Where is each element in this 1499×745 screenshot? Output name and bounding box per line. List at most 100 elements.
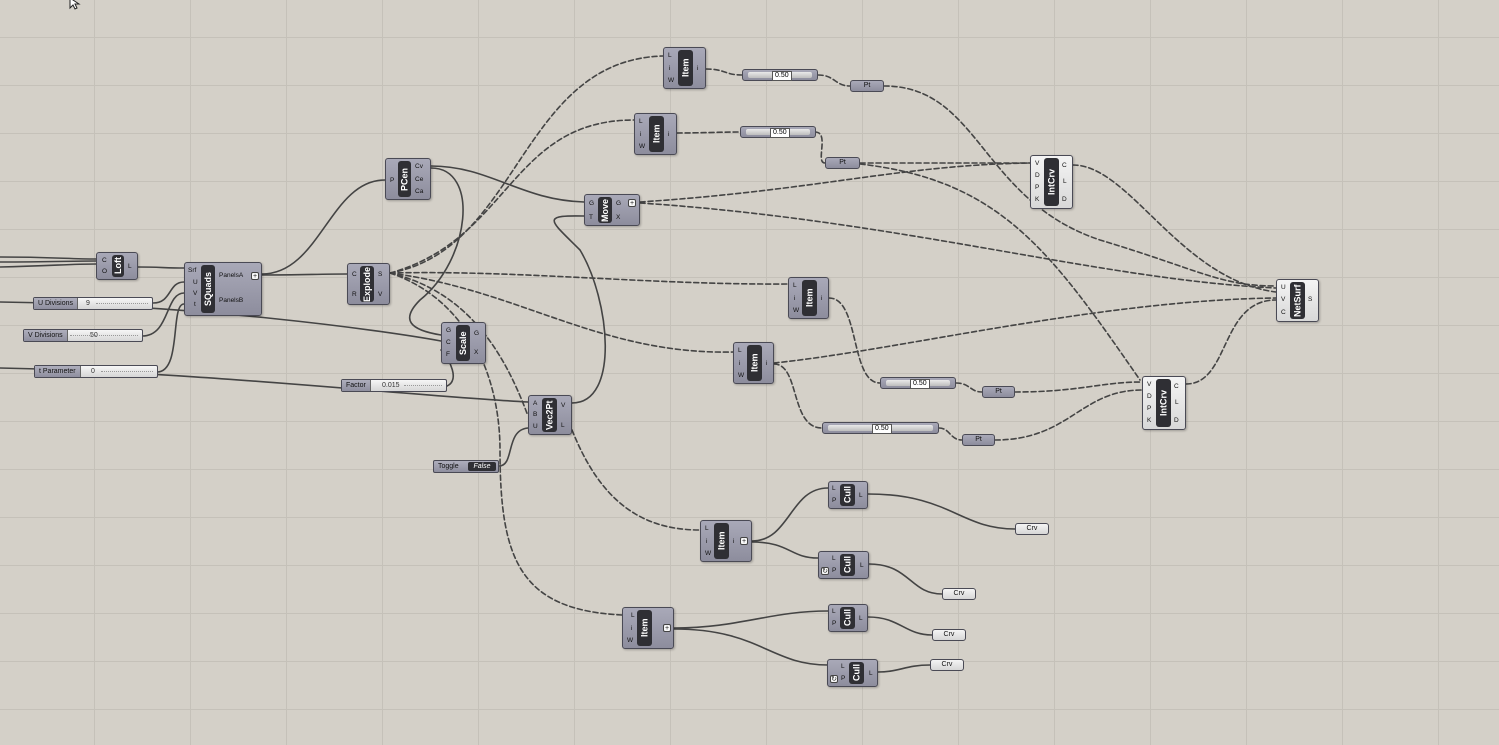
boolean-toggle[interactable]: Toggle False xyxy=(433,460,499,473)
point-param[interactable]: Pt xyxy=(962,434,995,446)
curve-param[interactable]: Crv xyxy=(932,629,966,641)
component-name: Cull xyxy=(849,662,864,684)
expand-icon[interactable]: + xyxy=(251,272,259,280)
point-param[interactable]: Pt xyxy=(982,386,1015,398)
list-item-component[interactable]: L i W Item i xyxy=(663,47,706,89)
slider-rail[interactable] xyxy=(70,335,138,337)
slider-label: Factor xyxy=(342,380,371,391)
input-label: B xyxy=(533,411,538,418)
input-label: T xyxy=(589,214,593,221)
wire xyxy=(261,273,348,276)
input-label: K xyxy=(1035,196,1040,203)
output-label: D xyxy=(1174,417,1179,424)
input-label: Srf xyxy=(188,267,197,274)
slider-label: U Divisions xyxy=(34,298,79,309)
cull-component[interactable]: L P Cull L xyxy=(828,604,868,632)
loft-component[interactable]: C O Loft L xyxy=(96,252,138,280)
expand-icon[interactable]: + xyxy=(740,537,748,545)
output-label: Cv xyxy=(415,163,423,170)
wire xyxy=(137,266,185,269)
input-label: t xyxy=(194,301,196,308)
output-label: Ce xyxy=(415,176,424,183)
input-label: U xyxy=(1281,284,1286,291)
intcrv-component[interactable]: V D P K IntCrv C L D xyxy=(1030,155,1073,209)
slider-rail[interactable] xyxy=(404,385,442,387)
component-name: Move xyxy=(598,197,612,223)
expand-icon[interactable]: + xyxy=(628,199,636,207)
output-label: S xyxy=(1308,296,1313,303)
vec2pt-component[interactable]: A B U Vec2Pt V L xyxy=(528,395,572,435)
explode-component[interactable]: C R Explode S V xyxy=(347,263,390,305)
number-slider[interactable]: 0.50 xyxy=(822,422,939,434)
slider-rail[interactable] xyxy=(101,371,153,373)
toggle-value[interactable]: False xyxy=(468,462,496,471)
expand-icon[interactable]: + xyxy=(663,624,671,632)
netsurf-component[interactable]: U V C NetSurf S xyxy=(1276,279,1319,322)
output-label: V xyxy=(561,402,566,409)
component-name: PCen xyxy=(398,161,411,197)
pcen-component[interactable]: P PCen Cv Ce Ca xyxy=(385,158,431,200)
wire xyxy=(261,179,386,275)
wire xyxy=(673,628,829,666)
output-label: L xyxy=(859,615,863,622)
component-name: Item xyxy=(747,345,762,381)
input-label: P xyxy=(1147,405,1152,412)
number-slider[interactable]: 0.50 xyxy=(880,377,956,389)
v-divisions-slider[interactable]: V Divisions 50 xyxy=(23,329,143,342)
component-name: Loft xyxy=(112,255,124,277)
output-label: PanelsA xyxy=(219,272,244,279)
output-label: L xyxy=(869,670,873,677)
input-label: P xyxy=(841,675,846,682)
wire xyxy=(0,263,97,268)
output-label: G xyxy=(616,200,622,207)
input-label: F xyxy=(446,351,450,358)
number-slider[interactable]: 0.50 xyxy=(742,69,818,81)
component-name: IntCrv xyxy=(1156,379,1171,427)
input-label: K xyxy=(1147,417,1152,424)
cull-component[interactable]: L ↻ P Cull L xyxy=(818,551,869,579)
list-item-component[interactable]: L i W Item i + xyxy=(700,520,752,562)
curve-param[interactable]: Crv xyxy=(1015,523,1049,535)
input-label: P xyxy=(832,497,837,504)
input-label: D xyxy=(1035,172,1040,179)
output-label: D xyxy=(1062,196,1067,203)
u-divisions-slider[interactable]: U Divisions 9 xyxy=(33,297,153,310)
component-name: Item xyxy=(802,280,817,316)
number-slider[interactable]: 0.50 xyxy=(740,126,816,138)
wire xyxy=(1185,299,1277,385)
input-label: U xyxy=(193,279,198,286)
cull-component[interactable]: L ↻ P Cull L xyxy=(827,659,878,687)
list-item-component[interactable]: L i W Item i xyxy=(733,342,774,384)
factor-slider[interactable]: Factor 0.015 xyxy=(341,379,447,392)
list-item-component[interactable]: L i W Item i xyxy=(634,113,677,155)
slider-rail[interactable] xyxy=(96,303,148,305)
wire xyxy=(676,131,741,134)
cull-component[interactable]: L P Cull L xyxy=(828,481,868,509)
curve-param[interactable]: Crv xyxy=(942,588,976,600)
input-label: L xyxy=(631,612,635,619)
move-component[interactable]: G T Move G X + xyxy=(584,194,640,226)
t-parameter-slider[interactable]: t Parameter 0 xyxy=(34,365,158,378)
input-label: i xyxy=(640,131,642,138)
component-name: Cull xyxy=(840,607,855,629)
point-param[interactable]: Pt xyxy=(850,80,884,92)
list-item-component[interactable]: L i W Item + xyxy=(622,607,674,649)
point-param[interactable]: Pt xyxy=(825,157,860,169)
invert-icon[interactable]: ↻ xyxy=(830,675,838,683)
input-label: D xyxy=(1147,393,1152,400)
input-label: L xyxy=(793,282,797,289)
curve-param[interactable]: Crv xyxy=(930,659,964,671)
wire xyxy=(1014,381,1143,393)
invert-icon[interactable]: ↻ xyxy=(821,567,829,575)
input-label: P xyxy=(1035,184,1040,191)
intcrv-component[interactable]: V D P K IntCrv C L D xyxy=(1142,376,1186,430)
input-label: i xyxy=(706,538,708,545)
wire xyxy=(883,85,1277,287)
input-label: R xyxy=(352,291,357,298)
scale-component[interactable]: G C F Scale G X xyxy=(441,322,486,364)
input-label: P xyxy=(390,177,395,184)
list-item-component[interactable]: L i W Item i xyxy=(788,277,829,319)
input-label: i xyxy=(631,625,633,632)
wire xyxy=(152,281,185,304)
squads-component[interactable]: Srf U V t SQuads PanelsA PanelsB + xyxy=(184,262,262,316)
